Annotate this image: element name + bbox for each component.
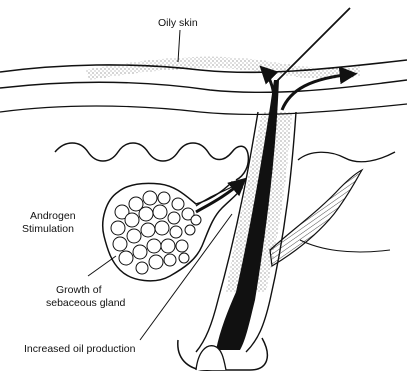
label-growth-of: Growth of (56, 284, 102, 296)
leader-growth (88, 256, 116, 276)
label-stimulation: Stimulation (22, 223, 74, 235)
dermis-wave (55, 143, 248, 180)
muscle-outline (300, 240, 390, 252)
label-oily-skin: Oily skin (158, 17, 198, 29)
label-increased-oil: Increased oil production (24, 343, 136, 355)
label-androgen: Androgen (30, 210, 76, 222)
leader-oily-skin (178, 30, 180, 62)
oil-flow-arrow-left (262, 68, 276, 110)
epidermis-line (0, 104, 407, 114)
label-sebaceous-gland: sebaceous gland (46, 297, 126, 309)
skin-surface-inner (0, 80, 407, 92)
dermis-wave-right (298, 152, 395, 162)
